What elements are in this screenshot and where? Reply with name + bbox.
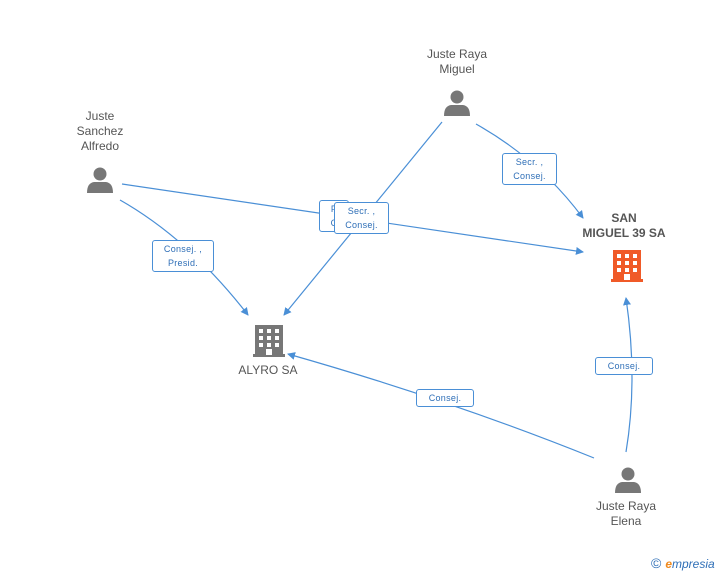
- edge-label-elena-san-miguel[interactable]: Consej.: [595, 357, 653, 375]
- edge-label-miguel-san-miguel[interactable]: Secr. , Consej.: [502, 153, 557, 185]
- node-label-juste-raya-miguel[interactable]: Juste Raya Miguel: [426, 47, 488, 76]
- edge-label-elena-alyro[interactable]: Consej.: [416, 389, 474, 407]
- node-label-juste-raya-elena[interactable]: Juste Raya Elena: [595, 499, 657, 528]
- person-icon[interactable]: [444, 90, 470, 117]
- brand-name: mpresia: [672, 557, 715, 571]
- empresia-logo[interactable]: ©empresia: [651, 555, 715, 571]
- person-icon[interactable]: [87, 167, 113, 194]
- person-icon[interactable]: [615, 467, 641, 494]
- copyright-symbol: ©: [651, 555, 662, 571]
- node-label-san-miguel-39[interactable]: SAN MIGUEL 39 SA: [582, 211, 666, 240]
- brand-e: e: [665, 557, 673, 571]
- building-icon[interactable]: [611, 250, 643, 282]
- node-label-alyro[interactable]: ALYRO SA: [238, 363, 298, 377]
- node-label-juste-sanchez-alfredo[interactable]: Juste Sanchez Alfredo: [76, 109, 124, 153]
- edge-elena-san-miguel: [623, 297, 633, 453]
- building-icon[interactable]: [253, 325, 285, 357]
- edge-label-alfredo-alyro[interactable]: Consej. , Presid.: [152, 240, 214, 272]
- edge-label-miguel-alyro[interactable]: Secr. , Consej.: [334, 202, 389, 234]
